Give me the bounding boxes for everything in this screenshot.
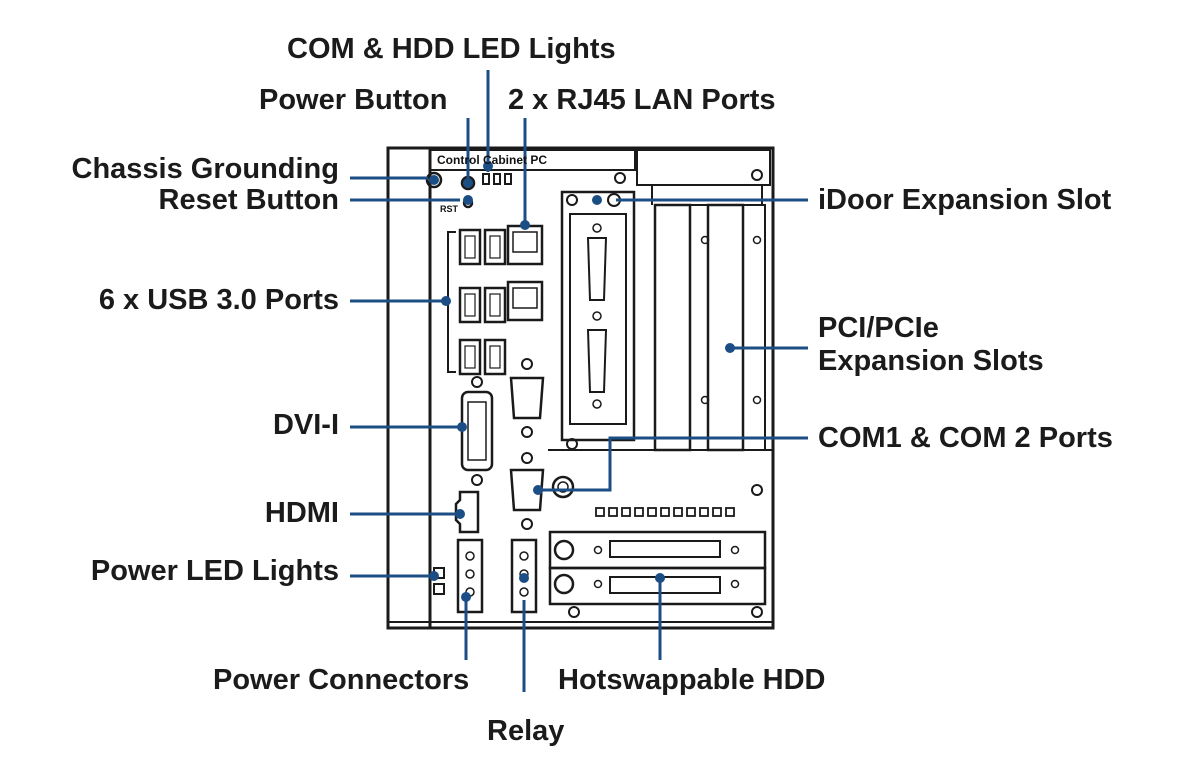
label-com-hdd-led: COM & HDD LED Lights <box>287 33 616 65</box>
label-power-button: Power Button <box>259 84 448 116</box>
leader-lines <box>350 70 808 692</box>
label-dvi: DVI-I <box>272 409 339 441</box>
label-usb-ports: 6 x USB 3.0 Ports <box>98 284 339 316</box>
hdd-bay-2 <box>548 566 767 606</box>
top-right-bracket <box>636 149 771 186</box>
power-connector <box>456 538 484 614</box>
hdmi-port <box>454 490 480 534</box>
title-strip <box>429 149 636 171</box>
label-power-led: Power LED Lights <box>90 555 339 587</box>
usb-ports <box>458 228 507 376</box>
device-title: Control Cabinet PC <box>437 153 547 167</box>
chassis-outline <box>386 146 775 630</box>
com2-port <box>509 468 545 512</box>
rst-print: RST <box>440 204 458 214</box>
lan-port-2 <box>506 280 544 322</box>
label-com-ports: COM1 & COM 2 Ports <box>818 422 1113 454</box>
leader-dots <box>429 161 735 602</box>
label-chassis-grounding: Chassis Grounding <box>71 153 339 185</box>
pci-slot-2 <box>706 203 745 452</box>
dvi-port <box>460 390 494 472</box>
pci-slot-1 <box>653 203 692 452</box>
label-hotswap-hdd: Hotswappable HDD <box>558 664 826 696</box>
label-idoor: iDoor Expansion Slot <box>818 184 1112 216</box>
com1-port <box>509 376 545 420</box>
label-reset-button: Reset Button <box>158 184 339 216</box>
label-pci-line1: PCI/PCIe <box>818 312 939 344</box>
label-power-connectors: Power Connectors <box>213 664 470 696</box>
label-hdmi: HDMI <box>264 497 339 529</box>
grounding-screw <box>425 171 443 189</box>
label-pci-line2: Expansion Slots <box>818 345 1044 377</box>
idoor-slot <box>560 190 636 442</box>
hdd-bay-1 <box>548 530 767 570</box>
label-lan-ports: 2 x RJ45 LAN Ports <box>508 84 776 116</box>
label-relay: Relay <box>487 715 565 747</box>
